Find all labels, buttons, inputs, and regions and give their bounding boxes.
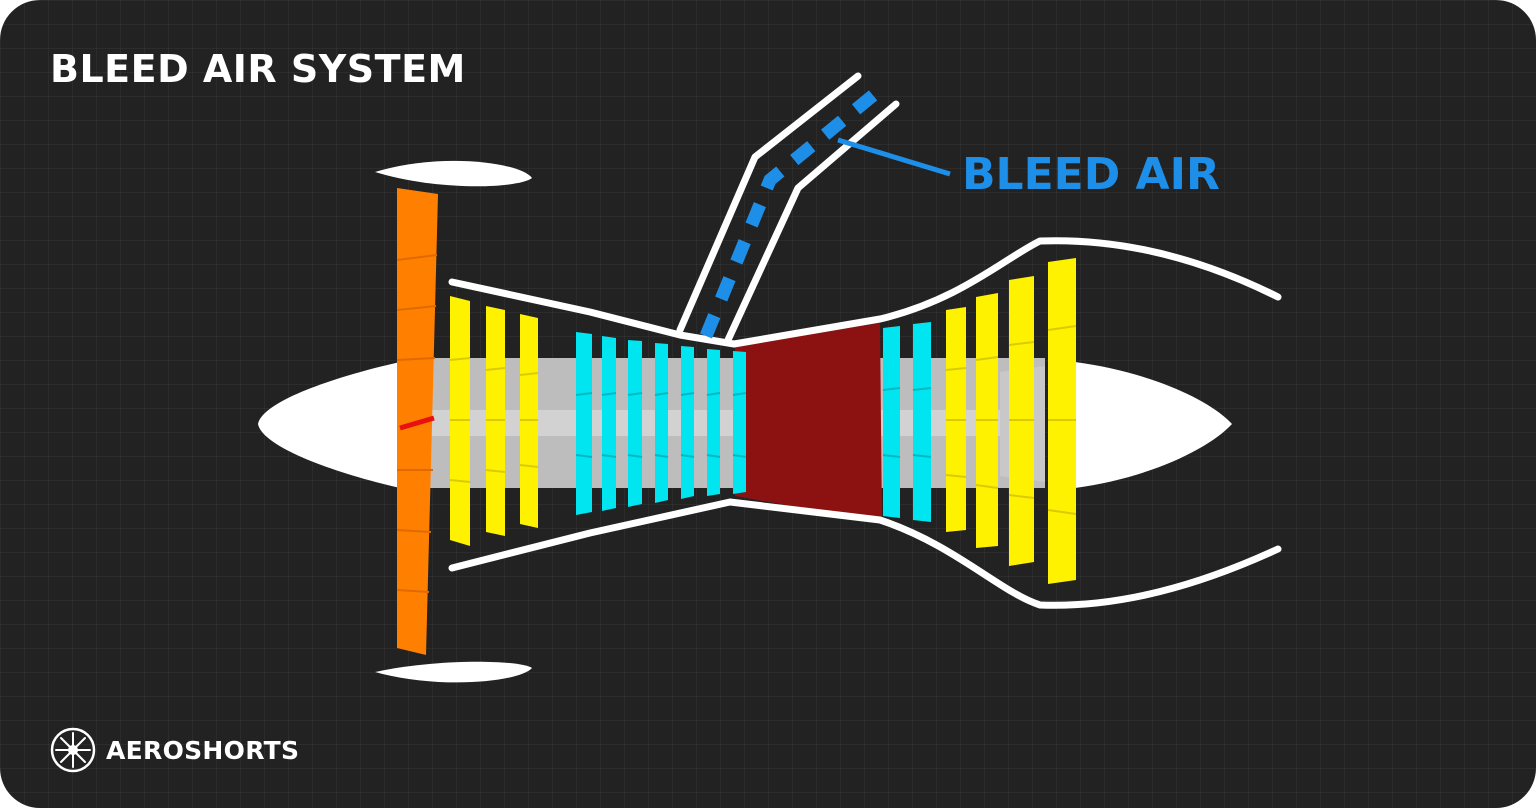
page-title: BLEED AIR SYSTEM xyxy=(50,47,466,91)
core-casing-top xyxy=(448,237,1282,348)
bleed-duct-wall-inner xyxy=(724,100,900,344)
bleed-duct-wall-outer xyxy=(676,72,862,334)
brand-name: AEROSHORTS xyxy=(106,735,300,765)
bleed-air-flow xyxy=(699,82,887,339)
nacelle-lip-top xyxy=(375,160,532,187)
bleed-air-label: BLEED AIR xyxy=(962,149,1220,200)
core-casing-bottom xyxy=(448,498,1282,609)
brand-logo: AEROSHORTS xyxy=(50,727,300,773)
nacelle-lip-bottom xyxy=(375,661,532,683)
spinner-cone xyxy=(258,362,400,488)
combustion-chamber xyxy=(735,323,882,522)
bleed-air-leader-line xyxy=(837,137,951,177)
fan-hub-marker xyxy=(399,415,435,431)
high-pressure-turbine xyxy=(883,322,931,522)
exhaust-cone xyxy=(1075,362,1232,488)
high-pressure-compressor xyxy=(576,332,746,515)
turbine-logo-icon xyxy=(50,727,96,773)
